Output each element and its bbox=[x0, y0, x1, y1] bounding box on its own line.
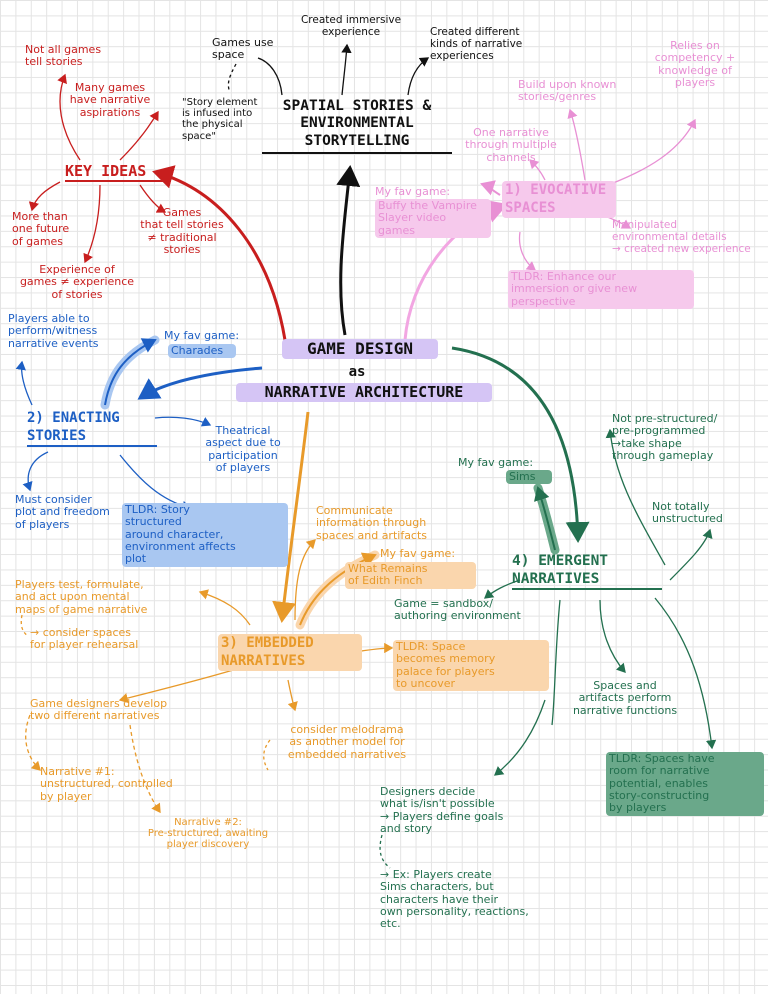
note-story-element: "Story element is infused into the physi… bbox=[182, 97, 258, 142]
embedded-fav-game: What Remains of Edith Finch bbox=[345, 562, 476, 589]
emergent-example: → Ex: Players create Sims characters, bu… bbox=[380, 868, 529, 931]
enacting-fav-label: My fav game: bbox=[164, 329, 240, 342]
embedded-narrative-1: Narrative #1: unstructured, controlled b… bbox=[40, 765, 173, 803]
enacting-fav-game: Charades bbox=[168, 344, 236, 359]
evocative-one-narrative: One narrative through multiple channels bbox=[465, 126, 557, 164]
note-games-use-space: Games use space bbox=[212, 36, 274, 62]
evocative-relies-on: Relies on competency + knowledge of play… bbox=[654, 39, 736, 89]
key-idea-experience: Experience of games ≠ experience of stor… bbox=[19, 263, 135, 301]
embedded-melodrama: consider melodrama as another model for … bbox=[287, 723, 407, 761]
note-different-kinds: Created different kinds of narrative exp… bbox=[430, 26, 523, 62]
evocative-fav-label: My fav game: bbox=[375, 185, 451, 198]
emergent-designers: Designers decide what is/isn't possible … bbox=[380, 785, 504, 835]
key-idea-not-traditional: Games that tell stories ≠ traditional st… bbox=[140, 206, 224, 256]
emergent-fav-label: My fav game: bbox=[458, 456, 534, 469]
emergent-tldr: TLDR: Spaces have room for narrative pot… bbox=[606, 752, 764, 816]
key-idea-more-than-one: More than one future of games bbox=[12, 210, 70, 248]
key-idea-aspirations: Many games have narrative aspirations bbox=[69, 81, 151, 119]
embedded-communicate: Communicate information through spaces a… bbox=[316, 504, 428, 542]
top-title: SPATIAL STORIES & ENVIRONMENTAL STORYTEL… bbox=[262, 98, 452, 155]
key-ideas-title: KEY IDEAS bbox=[65, 163, 165, 182]
central-topic-as: as bbox=[348, 364, 366, 380]
emergent-sandbox: Game = sandbox/ authoring environment bbox=[394, 597, 521, 623]
evocative-tldr: TLDR: Enhance our immersion or give new … bbox=[508, 270, 694, 309]
emergent-not-prestructured: Not pre-structured/ pre-programmed →take… bbox=[612, 412, 718, 462]
embedded-narrative-2: Narrative #2: Pre-structured, awaiting p… bbox=[147, 817, 269, 851]
enacting-must-consider: Must consider plot and freedom of player… bbox=[15, 493, 110, 531]
evocative-manipulated: Manipulated environmental details → crea… bbox=[612, 219, 751, 255]
enacting-theatrical: Theatrical aspect due to participation o… bbox=[205, 424, 281, 474]
embedded-players-test: Players test, formulate, and act upon me… bbox=[15, 578, 148, 616]
embedded-two-narratives: Game designers develop two different nar… bbox=[30, 697, 168, 723]
central-topic: GAME DESIGN bbox=[282, 339, 438, 359]
key-idea-not-all: Not all games tell stories bbox=[25, 43, 102, 69]
evocative-fav-game: Buffy the Vampire Slayer video games bbox=[375, 199, 491, 238]
emergent-fav-game: Sims bbox=[506, 470, 552, 485]
embedded-consider-spaces: → consider spaces for player rehearsal bbox=[30, 626, 139, 652]
emergent-spaces-artifacts: Spaces and artifacts perform narrative f… bbox=[572, 679, 678, 717]
embedded-tldr: TLDR: Space becomes memory palace for pl… bbox=[393, 640, 549, 692]
enacting-title: 2) ENACTING STORIES bbox=[27, 410, 157, 447]
central-topic-subtitle: NARRATIVE ARCHITECTURE bbox=[236, 383, 492, 402]
note-immersive: Created immersive experience bbox=[300, 14, 402, 38]
evocative-title: 1) EVOCATIVE SPACES bbox=[502, 181, 616, 218]
emergent-not-totally: Not totally unstructured bbox=[652, 500, 723, 526]
enacting-players-able: Players able to perform/witness narrativ… bbox=[8, 312, 99, 350]
embedded-title: 3) EMBEDDED NARRATIVES bbox=[218, 634, 362, 671]
emergent-title: 4) EMERGENT NARRATIVES bbox=[512, 552, 662, 591]
evocative-build-upon: Build upon known stories/genres bbox=[518, 78, 617, 104]
enacting-tldr: TLDR: Story structured around character,… bbox=[122, 503, 288, 567]
embedded-fav-label: My fav game: bbox=[380, 547, 456, 560]
